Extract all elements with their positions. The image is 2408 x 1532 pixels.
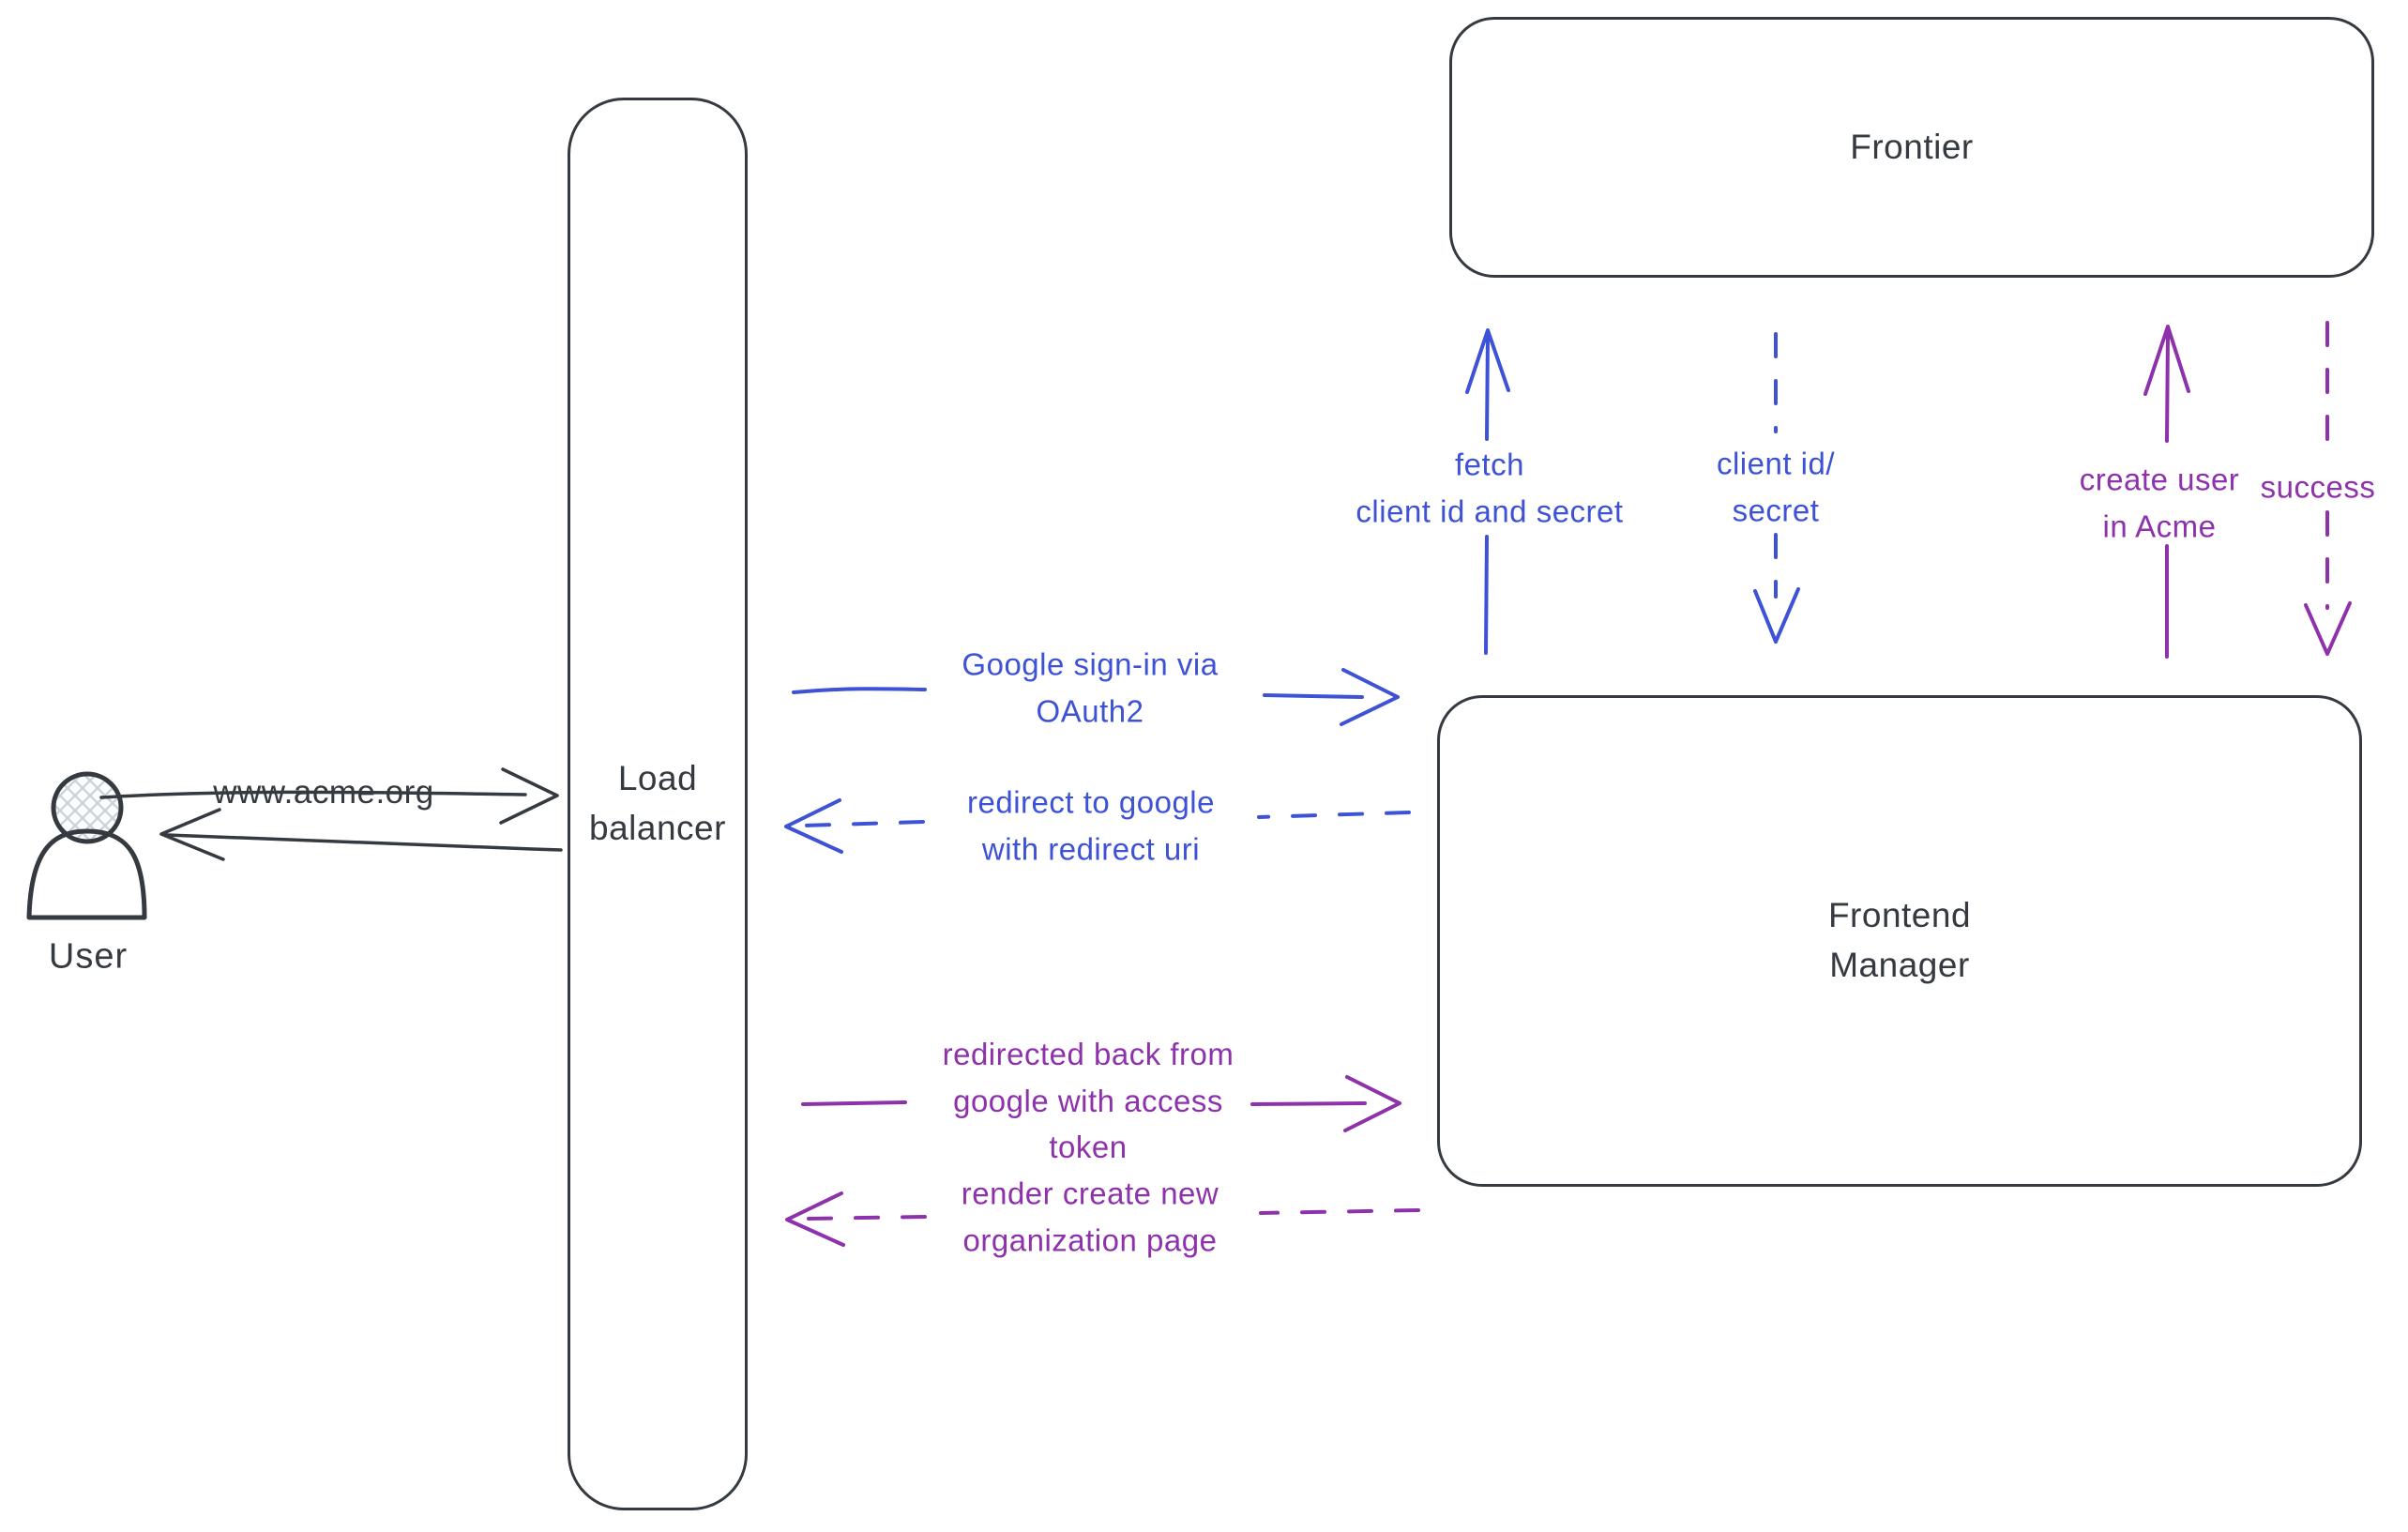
edge-label-render-create: render create new organization page: [961, 1176, 1219, 1258]
edge-label-redirect-google: redirect to google with redirect uri: [967, 784, 1215, 867]
edge-label-success: success: [2260, 469, 2376, 505]
arrow-create-user: [2143, 325, 2190, 659]
arrow-redirected-back: [801, 1075, 1401, 1132]
edge-label-create-user: create user in Acme: [2079, 462, 2240, 544]
arrow-render-create: [785, 1191, 1420, 1247]
edge-label-google-signin: Google sign-in via OAuth2: [962, 646, 1219, 729]
arrow-return-to-user: [159, 808, 563, 861]
edge-label-www-acme: www.acme.org: [213, 773, 434, 811]
node-frontier: Frontier: [1449, 17, 2374, 278]
arrow-client-id-secret: [1753, 332, 1800, 644]
node-frontend-manager: Frontend Manager: [1437, 695, 2362, 1187]
edge-label-fetch-secret: fetch client id and secret: [1355, 447, 1624, 529]
arrow-www-acme: [99, 767, 559, 825]
arrow-google-signin: [792, 668, 1400, 726]
arrow-redirect-google: [784, 798, 1411, 854]
node-frontend-manager-label: Frontend Manager: [1827, 896, 1972, 984]
user-icon: [26, 771, 147, 920]
node-load-balancer-label: Load balancer: [589, 759, 726, 847]
node-load-balancer: Load balancer: [568, 98, 748, 1510]
node-frontier-label: Frontier: [1850, 127, 1974, 166]
edge-label-client-id-secret: client id/ secret: [1716, 446, 1836, 528]
edge-label-redirected-back: redirected back from google with access …: [942, 1036, 1234, 1164]
node-user-label: User: [48, 936, 129, 977]
arrow-success: [2304, 321, 2352, 656]
arrow-fetch-secret: [1465, 328, 1510, 655]
